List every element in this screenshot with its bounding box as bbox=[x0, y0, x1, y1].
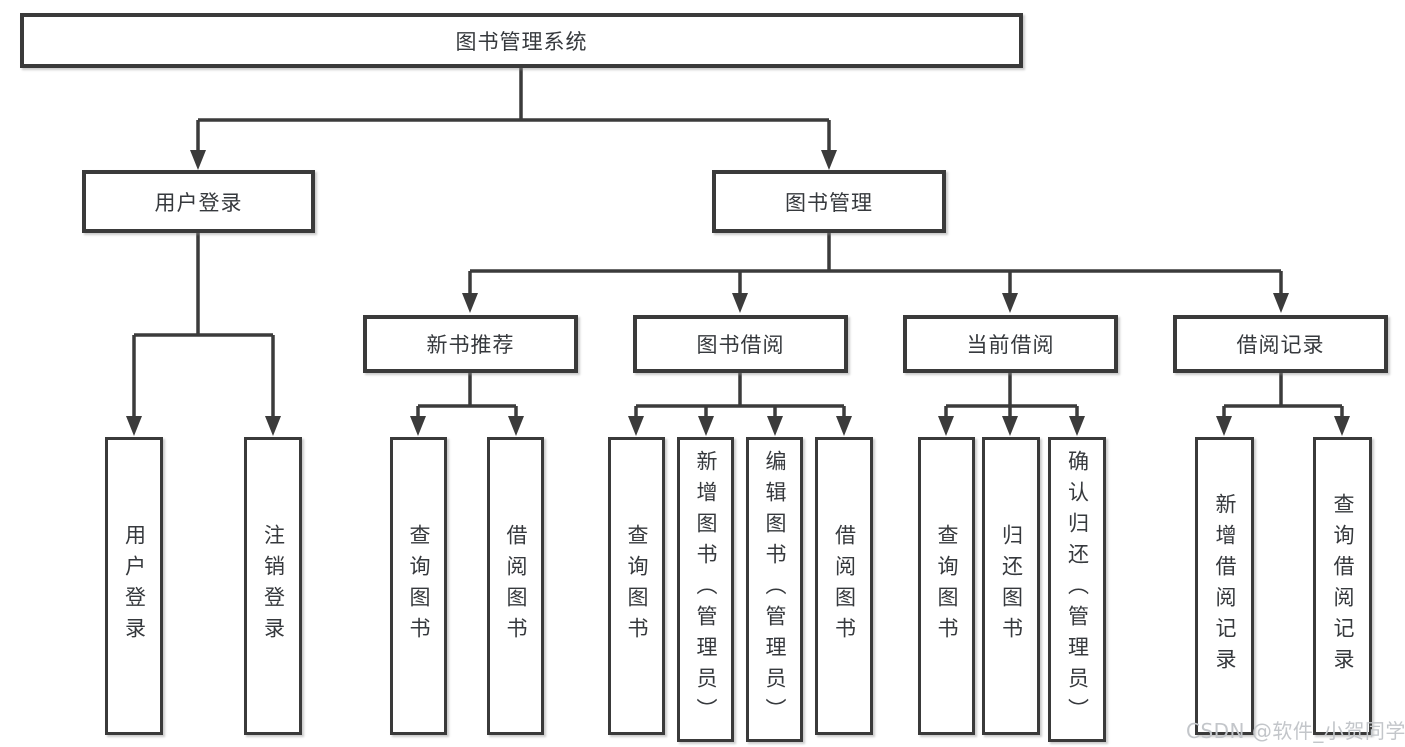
node-borrow-records: 借阅记录 bbox=[1173, 315, 1388, 373]
leaf-add-borrow-record-label: 新增借阅记录 bbox=[1213, 493, 1237, 679]
node-user-login-label: 用户登录 bbox=[154, 190, 243, 215]
leaf-edit-book-admin: 编辑图书（管理员） bbox=[746, 437, 803, 742]
leaf-query-book-borrow-label: 查询图书 bbox=[625, 524, 649, 648]
leaf-query-book-recommend: 查询图书 bbox=[390, 437, 447, 735]
leaf-user-login-label: 用户登录 bbox=[122, 524, 147, 648]
leaf-borrow-book-label: 借阅图书 bbox=[832, 524, 857, 648]
leaf-borrow-book-recommend: 借阅图书 bbox=[487, 437, 544, 735]
node-borrow-records-label: 借阅记录 bbox=[1236, 333, 1325, 357]
node-book-borrow-label: 图书借阅 bbox=[696, 333, 785, 357]
leaf-edit-book-admin-label: 编辑图书（管理员） bbox=[763, 450, 787, 729]
leaf-query-book-current: 查询图书 bbox=[918, 437, 975, 735]
leaf-confirm-return-admin: 确认归还（管理员） bbox=[1048, 437, 1106, 742]
root-node-library-system: 图书管理系统 bbox=[20, 13, 1023, 68]
node-book-management: 图书管理 bbox=[712, 170, 946, 233]
leaf-return-book: 归还图书 bbox=[982, 437, 1040, 735]
node-new-book-recommend-label: 新书推荐 bbox=[426, 333, 515, 357]
leaf-query-book-borrow: 查询图书 bbox=[608, 437, 665, 735]
node-user-login: 用户登录 bbox=[82, 170, 315, 233]
leaf-confirm-return-admin-label: 确认归还（管理员） bbox=[1065, 450, 1090, 729]
node-new-book-recommend: 新书推荐 bbox=[363, 315, 578, 373]
node-book-management-label: 图书管理 bbox=[785, 190, 873, 215]
leaf-query-borrow-record: 查询借阅记录 bbox=[1313, 437, 1372, 735]
node-book-borrow: 图书借阅 bbox=[633, 315, 848, 373]
leaf-user-login: 用户登录 bbox=[105, 437, 163, 735]
node-current-borrow: 当前借阅 bbox=[903, 315, 1118, 373]
leaf-return-book-label: 归还图书 bbox=[999, 524, 1024, 648]
leaf-add-borrow-record: 新增借阅记录 bbox=[1195, 437, 1254, 735]
leaf-logout-login-label: 注销登录 bbox=[261, 524, 286, 648]
root-node-label: 图书管理系统 bbox=[455, 29, 588, 54]
leaf-query-book-current-label: 查询图书 bbox=[935, 524, 959, 648]
leaf-add-book-admin-label: 新增图书（管理员） bbox=[694, 450, 718, 729]
leaf-query-borrow-record-label: 查询借阅记录 bbox=[1331, 493, 1355, 679]
leaf-logout-login: 注销登录 bbox=[244, 437, 302, 735]
leaf-borrow-book: 借阅图书 bbox=[815, 437, 873, 735]
leaf-add-book-admin: 新增图书（管理员） bbox=[677, 437, 734, 742]
leaf-borrow-book-recommend-label: 借阅图书 bbox=[504, 524, 528, 648]
leaf-query-book-recommend-label: 查询图书 bbox=[407, 524, 431, 648]
csdn-watermark: CSDN @软件_小贺同学 bbox=[1186, 719, 1405, 743]
arrowheads bbox=[126, 150, 1350, 436]
node-current-borrow-label: 当前借阅 bbox=[966, 333, 1055, 357]
